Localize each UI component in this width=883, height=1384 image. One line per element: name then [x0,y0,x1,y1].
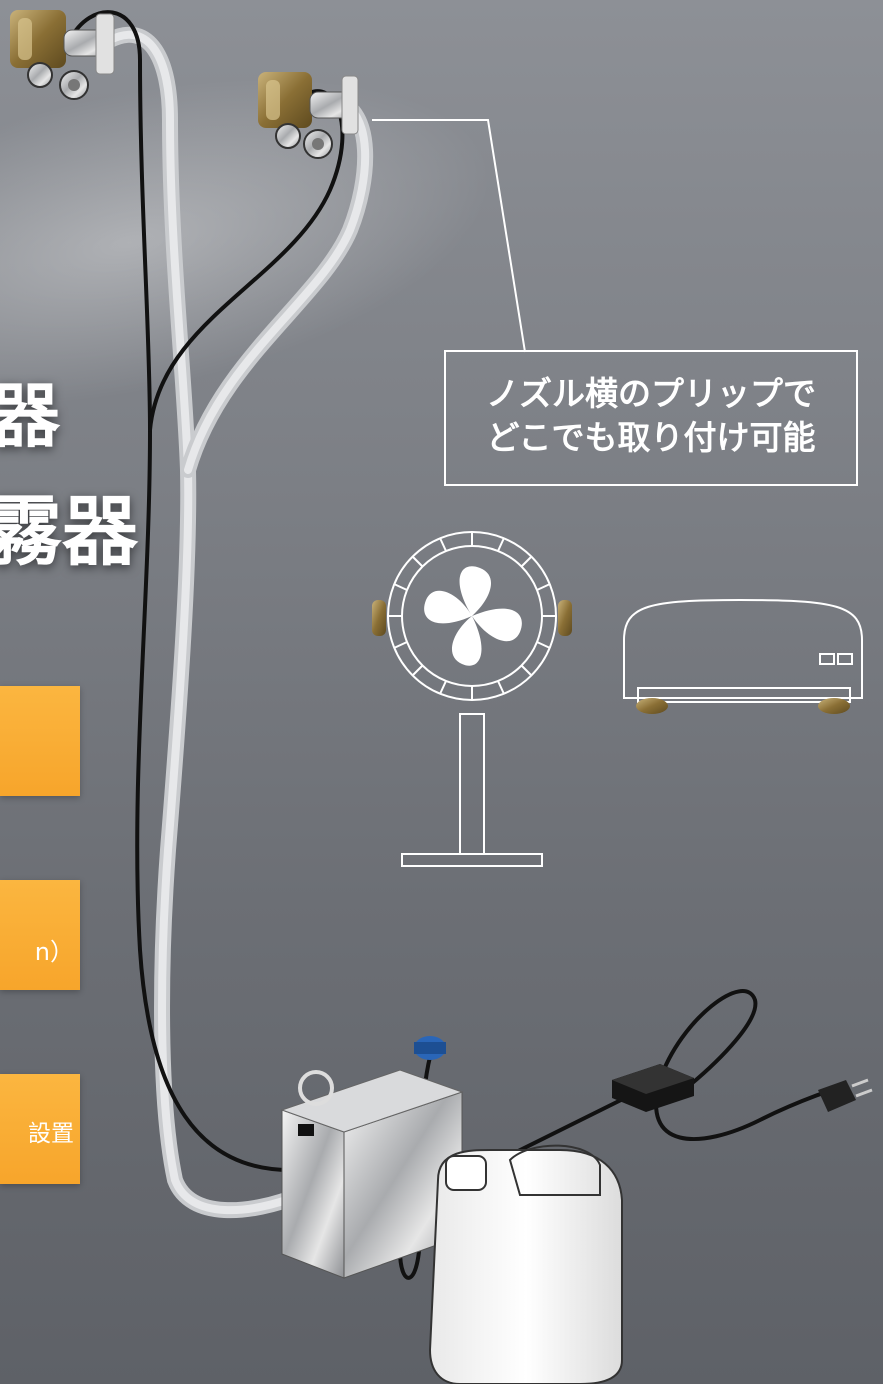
title-fragment-1: 器 [0,374,60,457]
hose [102,26,374,1219]
plug-icon [818,1078,873,1112]
fan-icon [372,531,572,867]
feature-box-2: n） [0,880,80,990]
callout-leader [372,119,526,353]
jerrycan-icon [428,1144,623,1384]
feature-box-3-text: 設置 [28,1121,74,1147]
nozzle-icon [258,72,359,159]
callout-line-1: ノズル横のプリップで [486,374,816,413]
tank-icon [280,1036,464,1279]
feature-box-1 [0,686,80,796]
adapter-icon [612,1064,694,1112]
nozzle-clip-callout: ノズル横のプリップで どこでも取り付け可能 [444,350,858,486]
callout-line-2: どこでも取り付け可能 [486,418,816,457]
feature-box-3: 設置 [0,1074,80,1184]
title-fragment-2: 霧器 [0,487,138,576]
feature-box-2-text: n） [34,938,74,966]
air-conditioner-icon [623,598,863,714]
nozzle-icon [10,10,115,100]
